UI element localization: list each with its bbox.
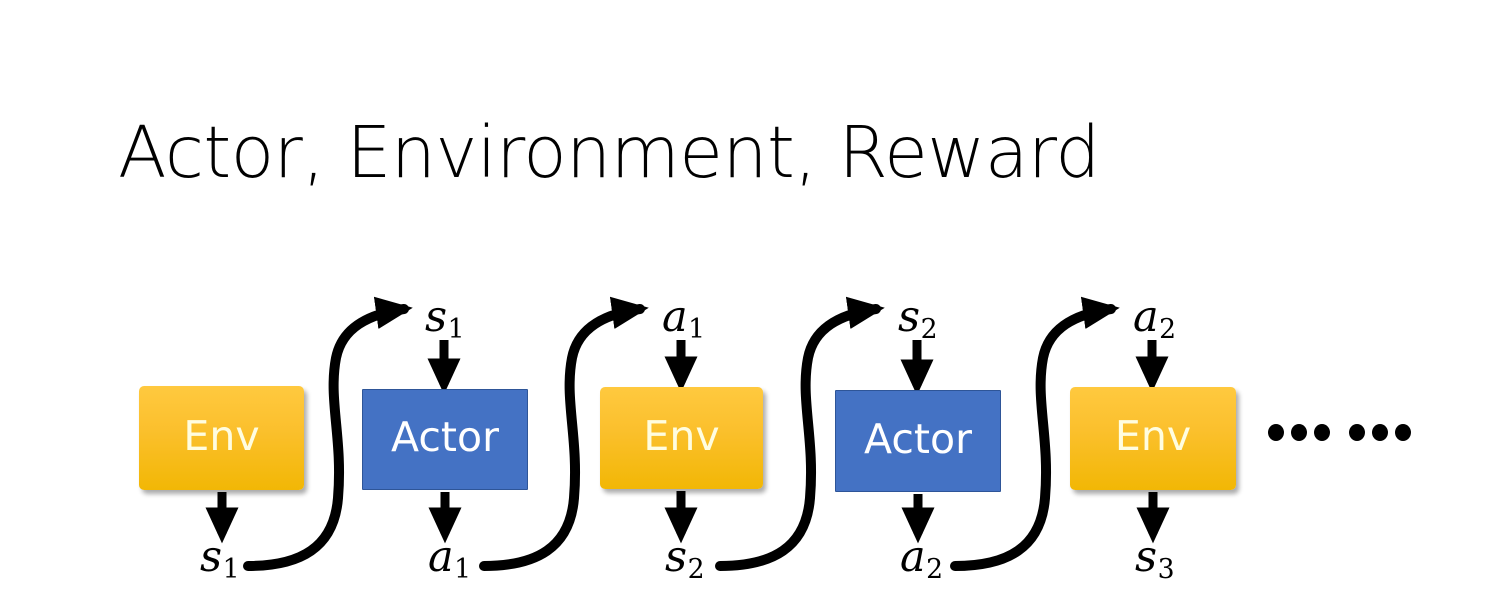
label-s1-bottom-symbol: s [200,532,223,582]
label-s2-bottom: s2 [665,532,705,585]
label-s1-bottom-subscript: 1 [222,553,240,585]
node-actor-1-label: Actor [391,413,499,461]
label-s3-bottom-subscript: 3 [1157,553,1175,585]
label-s1-bottom: s1 [200,532,240,585]
label-s1-top-subscript: 1 [447,313,465,345]
ellipsis-dot [1372,424,1388,441]
label-a2-top-subscript: 2 [1159,313,1177,345]
node-env-1[interactable]: Env [139,386,304,490]
connector-curve-s2 [715,296,885,571]
label-a1-top-symbol: a [662,292,688,342]
connector-curve-a1 [479,296,649,571]
node-env-1-label: Env [183,411,260,460]
label-a2-top: a2 [1133,292,1177,345]
label-a1-bottom-subscript: 1 [454,553,472,585]
ellipsis-dot [1395,424,1411,441]
connector-curve-s1 [243,296,413,571]
node-actor-2[interactable]: Actor [835,390,1001,492]
node-env-3-label: Env [1114,412,1192,460]
node-env-2[interactable]: Env [600,387,763,489]
node-actor-2-label: Actor [864,414,972,463]
label-s1-top: s1 [425,292,465,345]
label-a1-bottom-symbol: a [428,532,454,582]
label-s2-bottom-subscript: 2 [687,553,705,585]
connector-curve-a2 [950,296,1120,571]
label-s2-top-symbol: s [898,292,921,342]
label-a1-top-subscript: 1 [688,313,706,345]
label-a1-top: a1 [662,292,706,345]
ellipsis-dot [1291,424,1307,441]
ellipsis-continuation [1268,424,1411,441]
label-s3-bottom: s3 [1135,532,1175,585]
label-a2-bottom-subscript: 2 [926,553,944,585]
node-actor-1[interactable]: Actor [362,389,528,490]
label-a2-bottom-symbol: a [900,532,926,582]
ellipsis-dot [1349,424,1365,441]
label-a2-top-symbol: a [1133,292,1159,342]
ellipsis-dot [1314,424,1330,441]
page-title: Actor, Environment, Reward [118,111,1100,194]
label-a1-bottom: a1 [428,532,472,585]
node-env-2-label: Env [643,411,720,460]
label-s2-bottom-symbol: s [665,532,688,582]
label-s2-top-subscript: 2 [920,313,938,345]
arrow-box-to-label-group [205,491,1170,544]
label-a2-bottom: a2 [900,532,944,585]
label-s1-top-symbol: s [425,292,448,342]
ellipsis-gap [1337,432,1342,433]
ellipsis-dot [1268,424,1284,441]
connector-curve-group [243,296,1120,571]
label-s3-bottom-symbol: s [1135,532,1158,582]
arrow-label-to-box-group [427,340,1169,396]
node-env-3[interactable]: Env [1070,387,1236,490]
label-s2-top: s2 [898,292,938,345]
